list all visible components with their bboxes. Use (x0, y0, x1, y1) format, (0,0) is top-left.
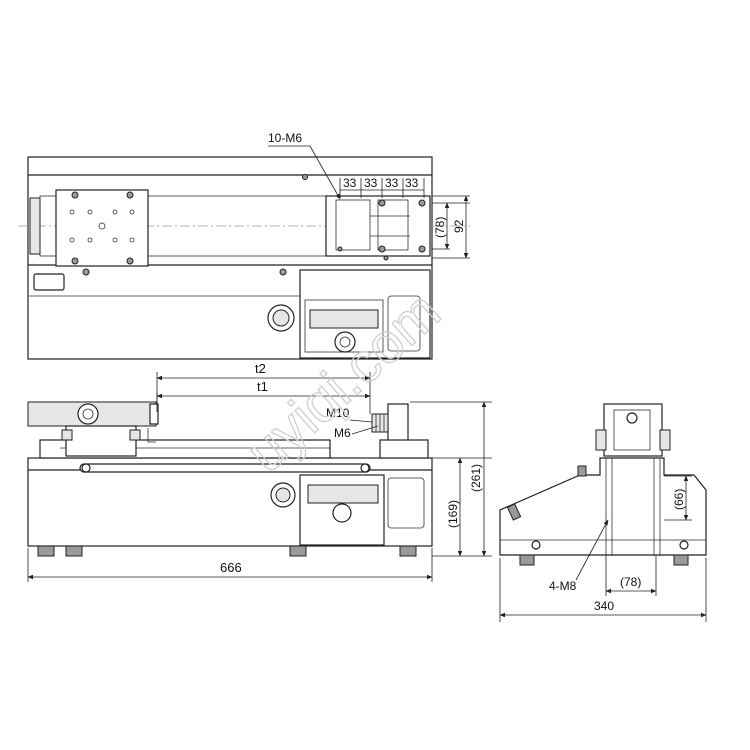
t2-label: t2 (255, 361, 266, 376)
load-cell-eye (77, 403, 99, 425)
top-bolt (302, 174, 308, 180)
plate-hole (71, 191, 79, 199)
knob-bolt (279, 268, 287, 276)
name-plate (33, 273, 65, 291)
dial-knob (334, 331, 356, 353)
t1-label: t1 (257, 379, 268, 394)
dim-78-label: (78) (433, 217, 447, 238)
rod-end (360, 463, 370, 473)
plate-hole (129, 237, 135, 243)
fixture-hole (418, 245, 426, 253)
side-body (499, 457, 707, 556)
foot (519, 554, 535, 566)
thread-m10-label: M10 (326, 406, 350, 420)
knob-bolt (82, 268, 90, 276)
callout-leader-arrow (309, 145, 341, 200)
plate-hole (87, 237, 93, 243)
foot (289, 545, 307, 557)
hole-pitch-dims: 33 33 33 33 (339, 176, 425, 198)
callout-10-m6: 10-M6 (268, 131, 302, 145)
load-cell-eye-inner (82, 408, 94, 420)
fixture-jaw (335, 199, 371, 251)
side-view: (66) 4-M8 (78) 340 (499, 403, 707, 622)
length-label: 666 (220, 560, 242, 575)
callout-4-m8: 4-M8 (549, 579, 577, 593)
dim-261-label: (261) (469, 464, 483, 492)
plate-hole (112, 209, 118, 215)
plate-hole (98, 222, 106, 230)
column-hole (626, 412, 638, 424)
switch-cap (272, 309, 290, 327)
pitch-label: 33 (364, 176, 378, 190)
crosshead-clamp (129, 429, 141, 441)
lcd-display (309, 309, 379, 329)
dim-78-side-label: (78) (620, 575, 641, 589)
crosshead (65, 425, 137, 457)
crosshead-holes (69, 191, 135, 265)
plate-hole (112, 237, 118, 243)
crosshead-clamp (61, 429, 73, 441)
dim-92-label: 92 (452, 219, 466, 233)
foot (673, 554, 689, 566)
thread-m6-label: M6 (334, 426, 351, 440)
depth-label: 340 (594, 599, 614, 613)
plate-hole (126, 257, 134, 265)
column-clamp (595, 429, 607, 451)
pitch-label: 33 (385, 176, 399, 190)
printer-slot (387, 295, 421, 352)
foot (37, 545, 55, 557)
foot (399, 545, 417, 557)
m8-leader (575, 519, 609, 581)
column-clamp (659, 429, 671, 451)
fixture-hole (378, 199, 386, 207)
plate-hole (69, 209, 75, 215)
fixture-jaw (377, 199, 409, 251)
front-switch-cap (275, 487, 291, 503)
front-dial (332, 503, 352, 523)
fixture-hole (337, 246, 343, 252)
side-column (603, 403, 663, 457)
dim-169-label: (169) (446, 500, 460, 528)
side-screw (531, 540, 541, 550)
fixture-hole (418, 199, 426, 207)
column-inner (613, 409, 651, 451)
dim-66-label: (66) (672, 489, 686, 510)
guide-rod (79, 463, 371, 473)
front-lcd (307, 484, 379, 504)
load-cell-cap (149, 403, 159, 425)
top-view: 10-M6 33 33 33 33 (78) 92 (18, 131, 470, 360)
front-printer (387, 477, 425, 529)
plate-hole (87, 209, 93, 215)
fixture-base (379, 439, 429, 459)
side-switch (577, 465, 587, 477)
plate-hole (129, 209, 135, 215)
plate-hole (126, 191, 134, 199)
foot (65, 545, 83, 557)
dial-center (339, 336, 351, 348)
side-screw (679, 540, 689, 550)
m10-leader (349, 419, 373, 423)
fixture-hole (378, 245, 386, 253)
rod-end (81, 463, 91, 473)
front-view: t2 t1 M10 M6 666 (169) (261) (27, 361, 492, 582)
m6-leader (351, 425, 379, 435)
plate-hole (69, 237, 75, 243)
left-end-block (29, 197, 41, 255)
pitch-label: 33 (343, 176, 357, 190)
side-knob (506, 503, 522, 521)
fixture-hole (383, 255, 389, 261)
plate-hole (71, 257, 79, 265)
pitch-label: 33 (405, 176, 419, 190)
crosshead-plate (55, 189, 149, 267)
